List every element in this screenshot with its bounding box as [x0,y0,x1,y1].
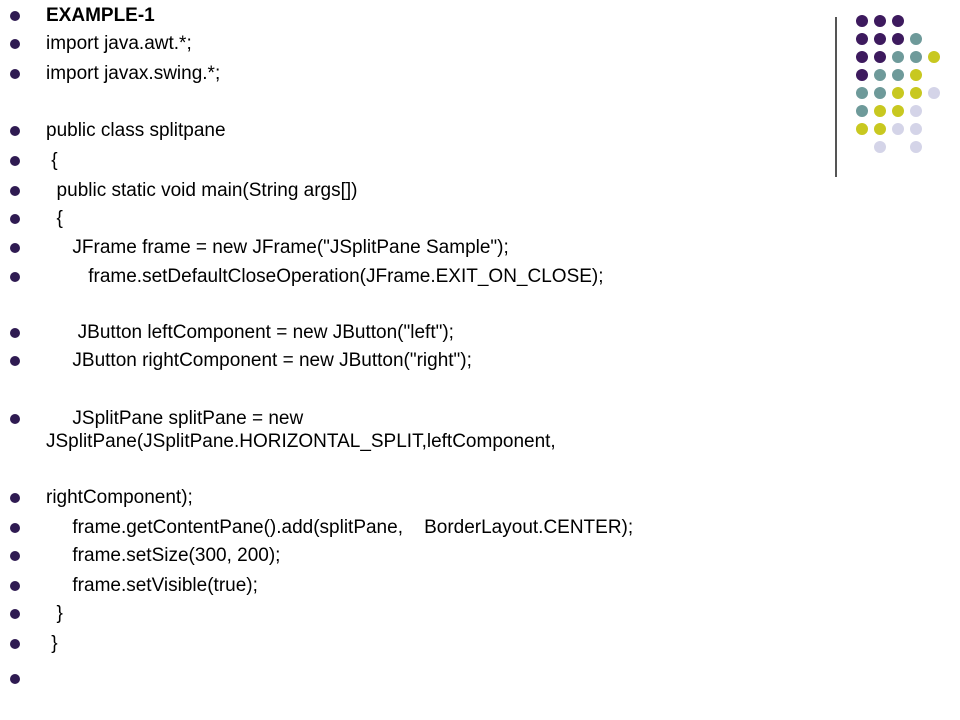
code-line: import java.awt.*; [46,33,192,54]
bullet-icon [10,551,20,561]
code-line: JFrame frame = new JFrame("JSplitPane Sa… [46,237,509,258]
code-line: frame.getContentPane().add(splitPane, Bo… [46,517,634,538]
code-line: JSplitPane splitPane = new [46,408,304,429]
slide-title: EXAMPLE-1 [46,5,155,26]
bullet-icon [10,493,20,503]
bullet-icon [10,639,20,649]
code-line: public class splitpane [46,120,226,141]
bullet-icon [10,243,20,253]
bullet-icon [10,156,20,166]
bullet-icon [10,69,20,79]
code-line: frame.setVisible(true); [46,575,258,596]
bullet-icon [10,356,20,366]
bullet-icon [10,523,20,533]
code-line: frame.setDefaultCloseOperation(JFrame.EX… [46,266,604,287]
code-line: frame.setSize(300, 200); [46,545,281,566]
bullet-icon [10,186,20,196]
bullet-icon [10,414,20,424]
bullet-icon [10,609,20,619]
code-line: public static void main(String args[]) [46,180,358,201]
code-line: { [46,208,63,229]
code-line-continuation: JSplitPane(JSplitPane.HORIZONTAL_SPLIT,l… [46,431,556,452]
bullet-icon [10,328,20,338]
bullet-icon [10,39,20,49]
bullet-icon [10,11,20,21]
code-line: import javax.swing.*; [46,63,221,84]
code-line: JButton rightComponent = new JButton("ri… [46,350,472,371]
code-line: { [46,150,58,171]
code-line: JButton leftComponent = new JButton("lef… [46,322,454,343]
bullet-icon [10,214,20,224]
code-line: } [46,633,58,654]
bullet-icon [10,126,20,136]
code-line: rightComponent); [46,487,193,508]
bullet-icon [10,674,20,684]
bullet-icon [10,581,20,591]
bullet-icon [10,272,20,282]
code-line: } [46,603,63,624]
